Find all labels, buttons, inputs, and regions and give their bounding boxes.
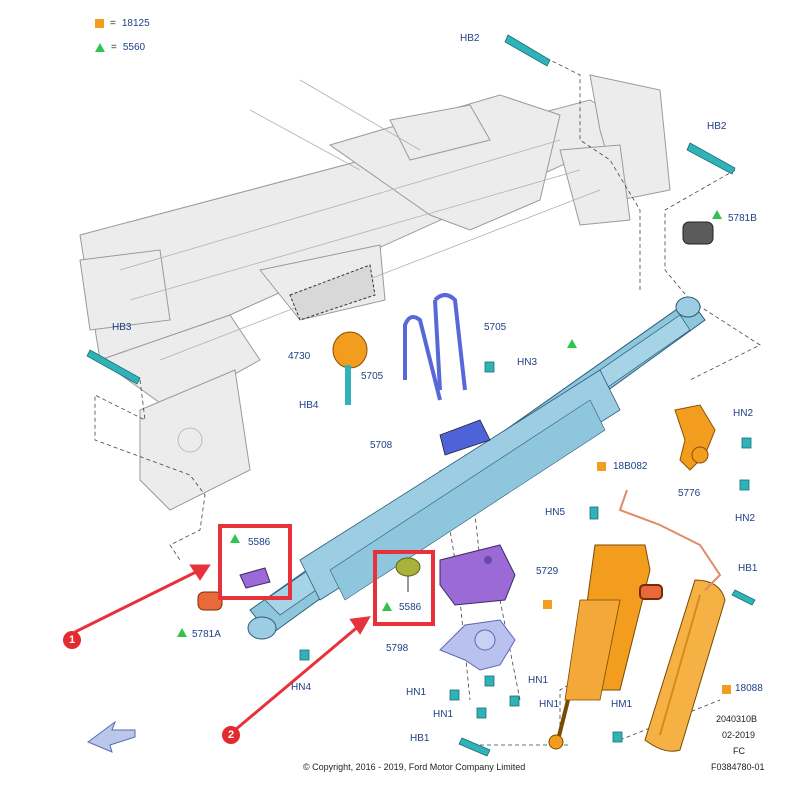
legend-code-18125: 18125 bbox=[121, 18, 150, 29]
label-5729: 5729 bbox=[536, 566, 559, 577]
label-5705-left: 5705 bbox=[361, 371, 384, 382]
frame-detail-lines bbox=[119, 79, 601, 453]
sensor-wire bbox=[618, 489, 722, 600]
legend-equals: = bbox=[110, 18, 116, 29]
orange-square-icon bbox=[95, 19, 104, 28]
label-hm1: HM1 bbox=[611, 699, 633, 710]
bolts bbox=[86, 34, 756, 757]
footer-code: 2040310B bbox=[716, 714, 758, 724]
label-18b082: 18B082 bbox=[613, 461, 648, 472]
green-triangle-markers bbox=[177, 210, 722, 637]
shock-shield bbox=[644, 579, 726, 752]
label-hn1-d: HN1 bbox=[539, 699, 560, 710]
red-arrows bbox=[74, 564, 371, 732]
label-5781a: 5781A bbox=[192, 629, 221, 640]
copyright-text: © Copyright, 2016 - 2019, Ford Motor Com… bbox=[303, 762, 526, 772]
label-5708: 5708 bbox=[370, 440, 393, 451]
label-hb2-right: HB2 bbox=[707, 121, 727, 132]
legend-orange-square: = 18125 bbox=[95, 18, 150, 29]
label-5705-right: 5705 bbox=[484, 322, 507, 333]
u-bolts bbox=[403, 293, 467, 401]
label-hn3: HN3 bbox=[517, 357, 538, 368]
label-5798: 5798 bbox=[386, 643, 409, 654]
legend-equals: = bbox=[111, 42, 117, 53]
label-hn1-b: HN1 bbox=[528, 675, 549, 686]
bushing-5781a bbox=[197, 591, 223, 611]
label-hb1-right: HB1 bbox=[738, 563, 758, 574]
label-hn5: HN5 bbox=[545, 507, 566, 518]
view-direction-arrow bbox=[86, 720, 136, 753]
u-bolt-plate bbox=[439, 619, 516, 671]
label-hb3: HB3 bbox=[112, 322, 132, 333]
footer-date: 02-2019 bbox=[722, 730, 756, 740]
legend-code-5560: 5560 bbox=[122, 42, 146, 53]
footer-ref: F0384780-01 bbox=[711, 762, 765, 772]
label-4730: 4730 bbox=[288, 351, 311, 362]
bump-stop bbox=[332, 331, 368, 405]
part-5586-b bbox=[395, 557, 421, 592]
label-hb2-top: HB2 bbox=[460, 33, 480, 44]
label-hn1-c: HN1 bbox=[433, 709, 454, 720]
bushing-5781b bbox=[682, 221, 714, 245]
vehicle-frame bbox=[79, 74, 671, 511]
label-18088: 18088 bbox=[735, 683, 763, 694]
spring-seat bbox=[439, 544, 516, 606]
label-hn1-a: HN1 bbox=[406, 687, 427, 698]
label-5586-b: 5586 bbox=[399, 602, 422, 613]
spring-shackle bbox=[674, 404, 716, 471]
orange-square-markers bbox=[543, 462, 731, 694]
footer-fc: FC bbox=[733, 746, 745, 756]
callout-box-1: 5586 bbox=[218, 524, 292, 600]
label-5781b: 5781B bbox=[728, 213, 757, 224]
label-hn4: HN4 bbox=[291, 682, 312, 693]
spacer-plate bbox=[439, 419, 491, 456]
callout-number-1: 1 bbox=[63, 631, 81, 649]
callout-number-2: 2 bbox=[222, 726, 240, 744]
leaf-spring bbox=[247, 296, 706, 640]
label-5776: 5776 bbox=[678, 488, 701, 499]
frame-bracket bbox=[289, 264, 376, 321]
callout-box-2: 5586 bbox=[373, 550, 435, 626]
label-hb1-bottom: HB1 bbox=[410, 733, 430, 744]
label-hb4: HB4 bbox=[299, 400, 319, 411]
legend-green-triangle: = 5560 bbox=[95, 42, 145, 53]
shock-absorber bbox=[548, 544, 651, 750]
part-5586-a bbox=[239, 567, 271, 589]
label-hn2-bottom: HN2 bbox=[735, 513, 756, 524]
green-triangle-icon bbox=[95, 43, 105, 52]
label-hn2-top: HN2 bbox=[733, 408, 754, 419]
label-5586-a: 5586 bbox=[248, 537, 271, 548]
